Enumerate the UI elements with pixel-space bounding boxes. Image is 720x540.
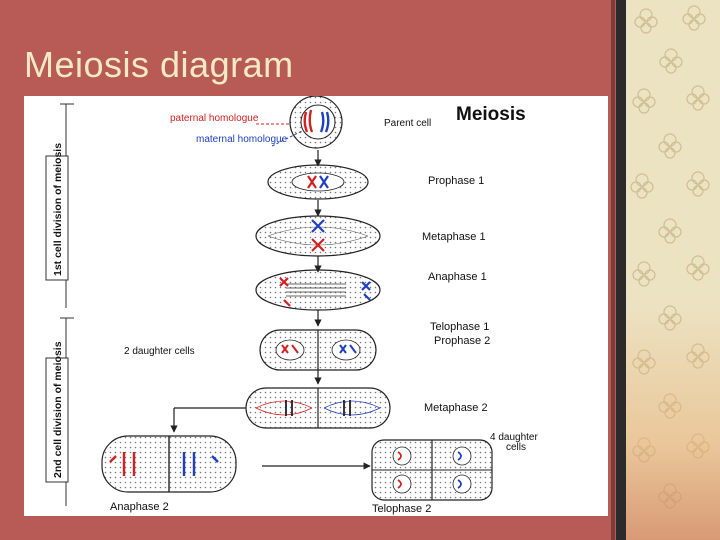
flower-icon	[632, 261, 656, 287]
flower-icon	[634, 8, 658, 34]
metaphase2-cells	[245, 387, 391, 429]
metaphase2-label: Metaphase 2	[424, 402, 488, 414]
first-division-label: 1st cell division of meiosis	[52, 143, 64, 276]
meiosis-diagram: 1st cell division of meiosis 2nd cell di…	[24, 95, 608, 516]
flower-icon	[682, 5, 706, 31]
slide-divider-inner	[611, 0, 615, 540]
telophase1-cells	[259, 329, 377, 371]
two-daughter-cells-label: 2 daughter cells	[124, 346, 195, 357]
prophase2-label: Prophase 2	[434, 335, 490, 347]
flower-icon	[686, 255, 710, 281]
metaphase1-label: Metaphase 1	[422, 231, 486, 243]
prophase1-cell	[267, 164, 369, 200]
flower-icon	[659, 48, 683, 74]
second-division-box	[45, 357, 69, 483]
flower-icon	[686, 171, 710, 197]
slide-divider	[616, 0, 626, 540]
anaphase2-cells	[101, 435, 237, 493]
telophase1-label: Telophase 1	[430, 321, 489, 333]
metaphase1-cell	[255, 215, 381, 257]
prophase1-label: Prophase 1	[428, 175, 484, 187]
anaphase2-label: Anaphase 2	[110, 501, 169, 513]
arrow-to-anaphase2	[170, 407, 246, 433]
flower-icon	[632, 88, 656, 114]
second-division-label: 2nd cell division of meiosis	[52, 341, 64, 478]
parent-cell-label: Parent cell	[384, 118, 431, 129]
first-division-box	[45, 155, 69, 281]
flower-icon	[686, 85, 710, 111]
telophase2-label: Telophase 2	[372, 503, 431, 515]
maternal-label: maternal homologue	[196, 134, 288, 145]
meiosis-diagram-svg: 1st cell division of meiosis 2nd cell di…	[45, 95, 538, 515]
paternal-label: paternal homologue	[170, 113, 259, 124]
flower-icon	[630, 173, 654, 199]
flower-icon	[658, 133, 682, 159]
anaphase1-label: Anaphase 1	[428, 271, 487, 283]
flower-icon	[658, 218, 682, 244]
slide-title: Meiosis diagram	[24, 44, 294, 85]
four-daughter-cells-label-2: cells	[506, 442, 526, 453]
anaphase1-cell	[255, 269, 381, 311]
four-daughter-cells-label: 4 daughter	[490, 432, 538, 443]
diagram-heading: Meiosis	[456, 104, 526, 125]
parent-cell	[289, 95, 343, 149]
side-panel-gradient	[626, 300, 720, 540]
maternal-pointer	[271, 129, 305, 147]
telophase2-cells	[371, 439, 493, 501]
